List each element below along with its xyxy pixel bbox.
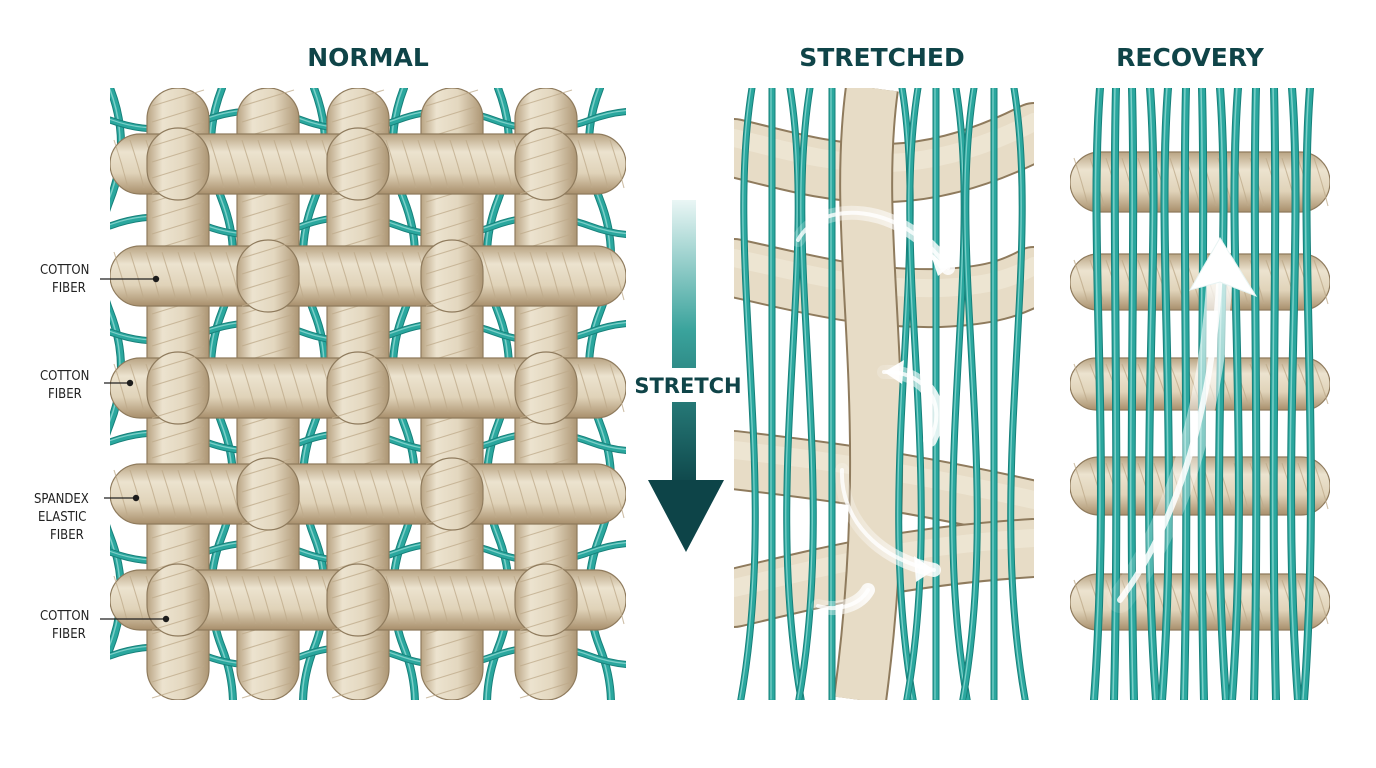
svg-text:FIBER: FIBER: [52, 627, 86, 642]
normal-weave-panel: [110, 88, 626, 700]
cotton-fiber: [420, 457, 484, 531]
cotton-fiber: [326, 127, 390, 201]
svg-text:FIBER: FIBER: [50, 528, 84, 543]
title-recovery: RECOVERY: [1116, 43, 1265, 72]
svg-text:SPANDEX: SPANDEX: [34, 492, 89, 507]
fiber-label-4: COTTON FIBER: [40, 609, 170, 642]
svg-text:FIBER: FIBER: [52, 281, 86, 296]
recovery-arrow-head: [1188, 237, 1258, 298]
cotton-fiber: [110, 463, 626, 525]
fiber-label-2: COTTON FIBER: [40, 369, 134, 402]
label-pointer-dot: [152, 275, 160, 283]
stretched-weave-panel: [734, 88, 1034, 700]
cotton-fiber: [146, 127, 210, 201]
cotton-fiber: [514, 563, 578, 637]
title-normal: NORMAL: [307, 43, 429, 72]
stretch-label: STRETCH: [634, 374, 741, 398]
cotton-fiber: [326, 351, 390, 425]
cotton-fiber: [146, 351, 210, 425]
cotton-fiber: [326, 563, 390, 637]
label-pointer-dot: [132, 494, 140, 502]
cotton-fiber: [514, 351, 578, 425]
fiber-label-1: COTTON FIBER: [40, 263, 160, 296]
cotton-fiber: [236, 239, 300, 313]
cotton-fiber: [514, 127, 578, 201]
cotton-fiber: [236, 457, 300, 531]
cotton-fiber: [110, 245, 626, 307]
label-pointer-dot: [162, 615, 170, 623]
title-stretched: STRETCHED: [799, 43, 965, 72]
svg-text:COTTON: COTTON: [40, 609, 89, 624]
svg-text:COTTON: COTTON: [40, 263, 89, 278]
cotton-fiber: [146, 563, 210, 637]
fiber-label-3: SPANDEX ELASTIC FIBER: [34, 492, 140, 543]
svg-text:COTTON: COTTON: [40, 369, 89, 384]
label-pointer-dot: [126, 379, 134, 387]
stretch-arrow: [628, 200, 740, 552]
cotton-fiber: [420, 239, 484, 313]
svg-text:FIBER: FIBER: [48, 387, 82, 402]
svg-text:ELASTIC: ELASTIC: [38, 510, 86, 525]
recovery-weave-panel: [1070, 88, 1330, 700]
